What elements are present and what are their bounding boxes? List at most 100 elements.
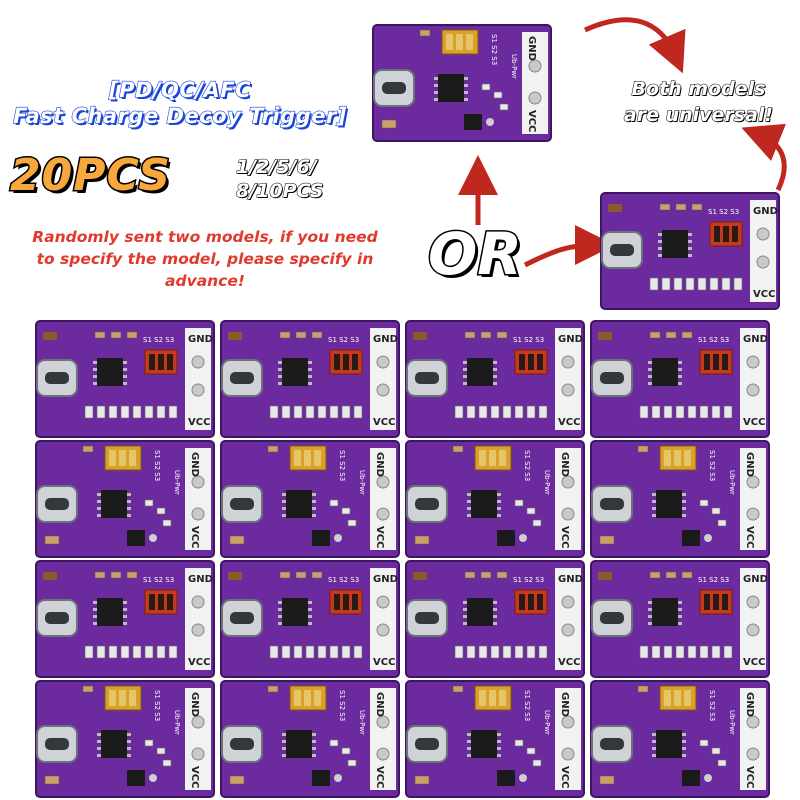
pwr-label: Ub-Pwr	[173, 470, 181, 495]
pcb-model-a-image: GND VCC S1 S2 S3	[405, 320, 585, 438]
switch-label: S1 S2 S3	[153, 690, 161, 721]
gnd-label: GND	[373, 574, 398, 585]
switch-label: S1 S2 S3	[490, 34, 498, 65]
pcb-model-a-image: GND VCC S1 S2 S3	[405, 560, 585, 678]
arrow-or-right	[523, 225, 615, 268]
vcc-label: VCC	[744, 526, 755, 548]
pcb-model-a-image: GND VCC S1 S2 S3	[220, 560, 400, 678]
gnd-label: GND	[559, 692, 570, 717]
switch-label: S1 S2 S3	[708, 450, 716, 481]
gnd-label: GND	[753, 206, 778, 217]
switch-label: S1 S2 S3	[328, 336, 359, 344]
vcc-label: VCC	[374, 526, 385, 548]
pwr-label: Ub-Pwr	[728, 710, 736, 735]
switch-label: S1 S2 S3	[523, 690, 531, 721]
pcb-model-b-image: GND VCC Ub-Pwr S1 S2 S3	[590, 440, 770, 558]
pcb-model-b-image: GND VCC Ub-Pwr S1 S2 S3	[372, 24, 552, 142]
arrow-to-universal-bottom	[741, 123, 787, 192]
pcb-model-a-image: GND VCC S1 S2 S3	[590, 320, 770, 438]
vcc-label: VCC	[189, 766, 200, 788]
grid-board: GND VCC S1 S2 S3	[35, 560, 215, 678]
gnd-label: GND	[188, 334, 213, 345]
pcb-model-b-image: GND VCC Ub-Pwr S1 S2 S3	[35, 440, 215, 558]
switch-label: S1 S2 S3	[338, 690, 346, 721]
pcb-model-a-image: GND VCC S1 S2 S3	[600, 192, 780, 310]
pcb-model-a-image: GND VCC S1 S2 S3	[35, 560, 215, 678]
pcb-model-b-image: GND VCC Ub-Pwr S1 S2 S3	[405, 680, 585, 798]
pcb-model-b-image: GND VCC Ub-Pwr S1 S2 S3	[220, 440, 400, 558]
notice-line1: Randomly sent two models, if you need	[32, 228, 378, 246]
grid-board: GND VCC S1 S2 S3	[590, 560, 770, 678]
grid-board: GND VCC S1 S2 S3	[590, 320, 770, 438]
quantity-options: 1/2/5/6/ 8/10PCS	[236, 155, 356, 203]
grid-board: GND VCC Ub-Pwr S1 S2 S3	[35, 440, 215, 558]
switch-label: S1 S2 S3	[513, 336, 544, 344]
pcb-model-b-image: GND VCC Ub-Pwr S1 S2 S3	[405, 440, 585, 558]
pwr-label: Ub-Pwr	[173, 710, 181, 735]
universal-note: Both models are universal!	[606, 76, 791, 128]
universal-line2: are universal!	[623, 104, 774, 127]
quantity-options-line2: 8/10PCS	[236, 180, 324, 203]
gnd-label: GND	[559, 452, 570, 477]
pwr-label: Ub-Pwr	[543, 710, 551, 735]
switch-label: S1 S2 S3	[698, 336, 729, 344]
vcc-label: VCC	[743, 657, 765, 668]
arrow-to-universal-top	[583, 17, 686, 74]
vcc-label: VCC	[526, 110, 537, 132]
grid-board: GND VCC S1 S2 S3	[35, 320, 215, 438]
pcb-model-a-image: GND VCC S1 S2 S3	[35, 320, 215, 438]
vcc-label: VCC	[744, 766, 755, 788]
switch-label: S1 S2 S3	[143, 576, 174, 584]
gnd-label: GND	[558, 334, 583, 345]
or-label: OR	[427, 219, 524, 290]
vcc-label: VCC	[373, 657, 395, 668]
switch-label: S1 S2 S3	[143, 336, 174, 344]
gnd-label: GND	[189, 692, 200, 717]
pcb-model-a-image: GND VCC S1 S2 S3	[590, 560, 770, 678]
notice-line2: to specify the model, please specify in	[36, 250, 374, 268]
gnd-label: GND	[373, 334, 398, 345]
vcc-label: VCC	[559, 766, 570, 788]
vcc-label: VCC	[373, 417, 395, 428]
headline-line1: [PD/QC/AFC	[108, 77, 252, 102]
pcb-model-b-image: GND VCC Ub-Pwr S1 S2 S3	[220, 680, 400, 798]
grid-board: GND VCC Ub-Pwr S1 S2 S3	[35, 680, 215, 798]
grid-board: GND VCC Ub-Pwr S1 S2 S3	[220, 680, 400, 798]
vcc-label: VCC	[374, 766, 385, 788]
gnd-label: GND	[743, 574, 768, 585]
gnd-label: GND	[374, 692, 385, 717]
grid-board: GND VCC Ub-Pwr S1 S2 S3	[405, 440, 585, 558]
grid-board: GND VCC S1 S2 S3	[405, 560, 585, 678]
switch-label: S1 S2 S3	[708, 208, 739, 216]
gnd-label: GND	[188, 574, 213, 585]
pcb-model-b-image: GND VCC Ub-Pwr S1 S2 S3	[590, 680, 770, 798]
vcc-label: VCC	[189, 526, 200, 548]
pwr-label: Ub-Pwr	[358, 470, 366, 495]
pcb-model-b-showcase: GND VCC Ub-Pwr S1 S2 S3	[372, 24, 552, 142]
quantity-options-line1: 1/2/5/6/	[236, 156, 318, 179]
gnd-label: GND	[744, 692, 755, 717]
pcb-model-a-image: GND VCC S1 S2 S3	[220, 320, 400, 438]
switch-label: S1 S2 S3	[708, 690, 716, 721]
vcc-label: VCC	[558, 657, 580, 668]
switch-label: S1 S2 S3	[338, 450, 346, 481]
switch-label: S1 S2 S3	[523, 450, 531, 481]
gnd-label: GND	[189, 452, 200, 477]
grid-board: GND VCC S1 S2 S3	[220, 320, 400, 438]
gnd-label: GND	[374, 452, 385, 477]
pwr-label: Ub-Pwr	[358, 710, 366, 735]
universal-line1: Both models	[631, 78, 766, 101]
quantity-main: 20PCS	[9, 149, 172, 203]
grid-board: GND VCC S1 S2 S3	[405, 320, 585, 438]
pcb-model-b-image: GND VCC Ub-Pwr S1 S2 S3	[35, 680, 215, 798]
model-notice: Randomly sent two models, if you need to…	[0, 226, 410, 292]
switch-label: S1 S2 S3	[328, 576, 359, 584]
pwr-label: Ub-Pwr	[728, 470, 736, 495]
vcc-label: VCC	[743, 417, 765, 428]
pwr-label: Ub-Pwr	[510, 54, 518, 79]
grid-board: GND VCC Ub-Pwr S1 S2 S3	[405, 680, 585, 798]
switch-label: S1 S2 S3	[513, 576, 544, 584]
vcc-label: VCC	[753, 289, 775, 300]
grid-board: GND VCC Ub-Pwr S1 S2 S3	[590, 680, 770, 798]
